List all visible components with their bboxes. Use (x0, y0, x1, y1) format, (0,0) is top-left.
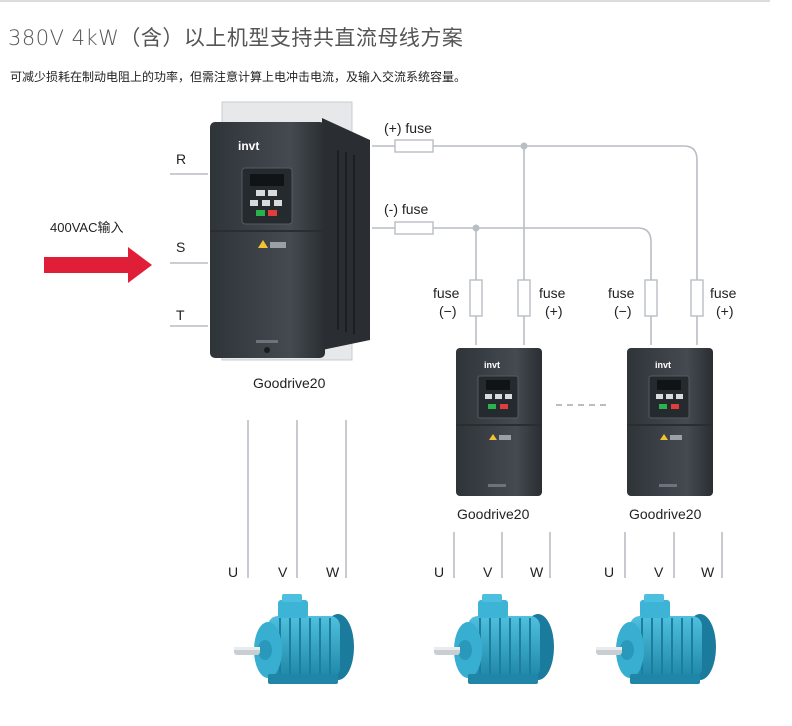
branch-fuse (469, 279, 483, 317)
page-title: 380V 4kW（含）以上机型支持共直流母线方案 (8, 26, 464, 50)
negative-bus-fuse (394, 221, 434, 235)
positive-bus-fuse (394, 139, 434, 153)
dc-bus-lines (170, 145, 723, 578)
small-drive-2: invt (627, 348, 713, 496)
positive-fuse-label: (+) fuse (384, 120, 432, 136)
branch-fuse (517, 279, 531, 317)
brand-logo: invt (655, 360, 671, 370)
branch-fuse-label: fuse (539, 285, 566, 301)
output-v-label: V (654, 564, 664, 580)
junction-dot (520, 142, 528, 150)
brand-logo: invt (484, 360, 500, 370)
output-v-label: V (483, 564, 493, 580)
input-voltage-label: 400VAC输入 (50, 220, 123, 235)
motor-icon (233, 593, 355, 685)
phase-r-label: R (176, 151, 186, 167)
branch-fuse-polarity: (+) (716, 303, 734, 319)
main-drive: invt (210, 101, 370, 361)
output-w-label: W (326, 564, 340, 580)
output-v-label: V (278, 564, 288, 580)
phase-t-label: T (176, 307, 185, 323)
branch-fuse-polarity: (−) (614, 303, 632, 319)
phase-s-label: S (176, 239, 185, 255)
output-w-label: W (701, 564, 715, 580)
motor-icon (595, 593, 717, 685)
branch-fuse (644, 279, 658, 317)
input-arrow-icon (44, 247, 152, 283)
page-subtitle: 可减少损耗在制动电阻上的功率，但需注意计算上电冲击电流，及输入交流系统容量。 (10, 70, 467, 84)
main-drive-label: Goodrive20 (253, 375, 326, 391)
output-u-label: U (434, 564, 444, 580)
small-drive-2-label: Goodrive20 (629, 506, 702, 522)
branch-fuse-label: fuse (710, 285, 737, 301)
motor-icon (433, 593, 555, 685)
output-u-label: U (228, 564, 238, 580)
output-w-label: W (530, 564, 544, 580)
branch-fuse (690, 279, 704, 317)
brand-logo: invt (238, 139, 259, 153)
branch-fuse-polarity: (−) (439, 303, 457, 319)
junction-dot (472, 224, 480, 232)
branch-fuse-polarity: (+) (545, 303, 563, 319)
output-u-label: U (604, 564, 614, 580)
top-divider (0, 0, 770, 2)
small-drive-1: invt (456, 348, 542, 496)
branch-fuse-label: fuse (608, 285, 635, 301)
branch-fuse-label: fuse (433, 285, 460, 301)
negative-fuse-label: (-) fuse (384, 201, 429, 217)
small-drive-1-label: Goodrive20 (457, 506, 530, 522)
